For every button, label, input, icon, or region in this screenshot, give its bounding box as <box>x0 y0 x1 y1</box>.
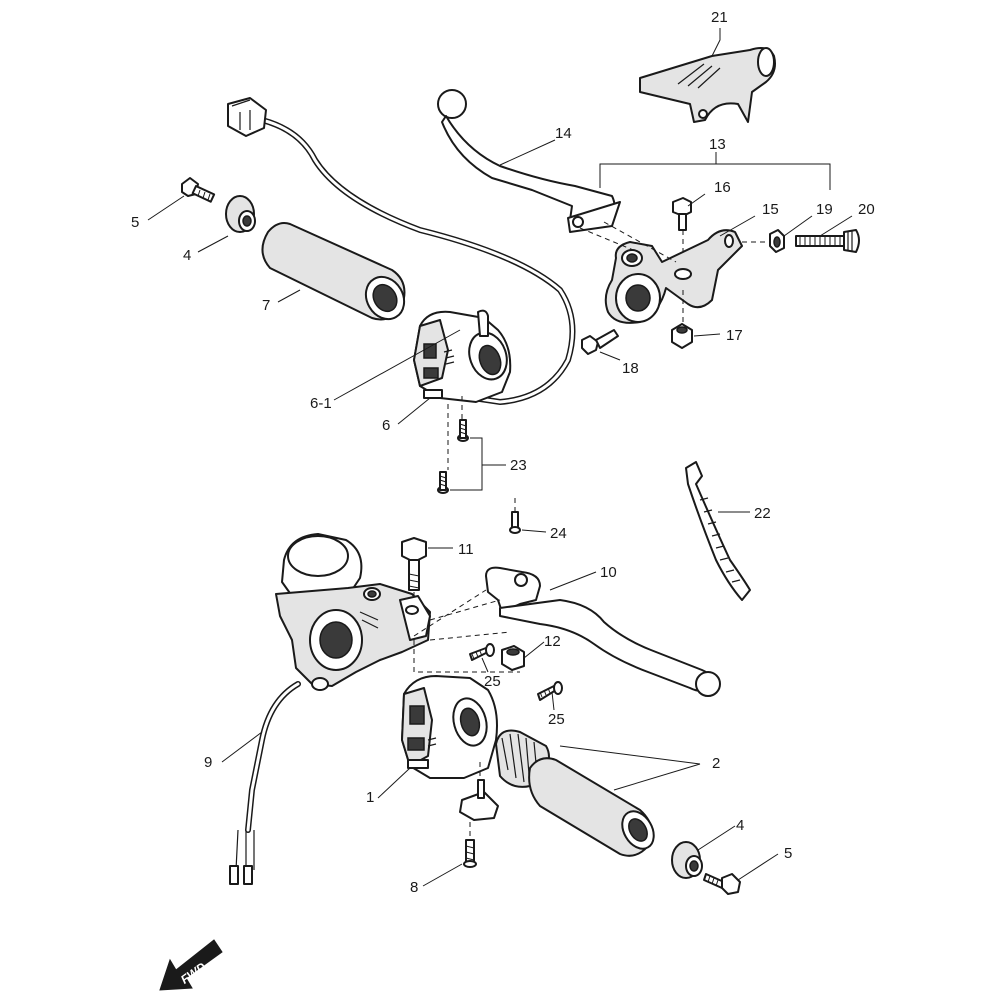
lever-holder-part-15 <box>604 229 768 324</box>
right-switch-part-1 <box>401 675 498 779</box>
left-switch-part-6 <box>413 309 512 403</box>
alignment-lines-bottom <box>413 589 520 673</box>
callout-7: 7 <box>262 297 270 314</box>
alignment-lines-top <box>579 221 677 263</box>
callout-6-1: 6-1 <box>310 395 332 412</box>
end-screw-part-5-bottom <box>703 873 741 895</box>
callout-13: 13 <box>709 136 726 153</box>
master-cylinder-part-9 <box>275 533 431 691</box>
callout-24: 24 <box>550 525 567 542</box>
brake-lever-part-10 <box>485 566 721 697</box>
bolt-part-16 <box>672 197 692 270</box>
adjuster-part-20 <box>795 229 860 253</box>
nut-part-12 <box>501 645 525 671</box>
group-bracket-13 <box>599 152 831 190</box>
callout-2: 2 <box>712 755 720 772</box>
callout-9: 9 <box>204 754 212 771</box>
switch-wire-harness-top <box>227 97 576 406</box>
screw-part-24 <box>509 498 521 534</box>
screw-part-25-b <box>537 681 563 701</box>
callout-17: 17 <box>726 327 743 344</box>
cable-strap-part-22 <box>685 461 751 601</box>
callout-11: 11 <box>458 541 474 558</box>
leader-lines <box>147 28 853 887</box>
bar-end-part-4-bottom <box>671 841 703 879</box>
callout-1: 1 <box>366 789 374 806</box>
brake-wire-part-9 <box>229 681 301 885</box>
forward-arrow-icon: FWD <box>159 939 223 991</box>
callout-5-top: 5 <box>131 214 139 231</box>
end-screw-part-5-top <box>181 177 216 203</box>
left-grip-part-7 <box>261 222 406 321</box>
callout-12: 12 <box>544 633 561 650</box>
switch-insert-part-8 <box>459 762 499 868</box>
screw-part-25-a <box>469 643 495 661</box>
pivot-bolt-part-11 <box>401 537 427 636</box>
locknut-part-19 <box>769 229 785 253</box>
callout-10: 10 <box>600 564 617 581</box>
callout-14: 14 <box>555 125 572 142</box>
bar-end-part-4-top <box>225 195 256 233</box>
callout-25-b: 25 <box>548 711 565 728</box>
callout-16: 16 <box>714 179 731 196</box>
callout-8: 8 <box>410 879 418 896</box>
callout-4-bottom: 4 <box>736 817 744 834</box>
nut-part-17 <box>671 290 693 349</box>
callout-21: 21 <box>711 9 728 26</box>
callout-4-top: 4 <box>183 247 191 264</box>
callout-23: 23 <box>510 457 527 474</box>
screws-part-23 <box>437 396 469 494</box>
callout-5-bottom: 5 <box>784 845 792 862</box>
throttle-grip-part-2 <box>495 729 655 857</box>
callout-19: 19 <box>816 201 833 218</box>
lever-cover-part-21 <box>639 47 776 123</box>
callout-labels: 21 14 13 16 15 19 20 5 4 7 17 18 6-1 6 2… <box>131 9 875 896</box>
callout-6: 6 <box>382 417 390 434</box>
callout-22: 22 <box>754 505 771 522</box>
callout-15: 15 <box>762 201 779 218</box>
bolt-part-18 <box>581 329 619 355</box>
clutch-lever-part-14 <box>437 89 621 233</box>
callout-18: 18 <box>622 360 639 377</box>
callout-20: 20 <box>858 201 875 218</box>
callout-25-a: 25 <box>484 673 501 690</box>
